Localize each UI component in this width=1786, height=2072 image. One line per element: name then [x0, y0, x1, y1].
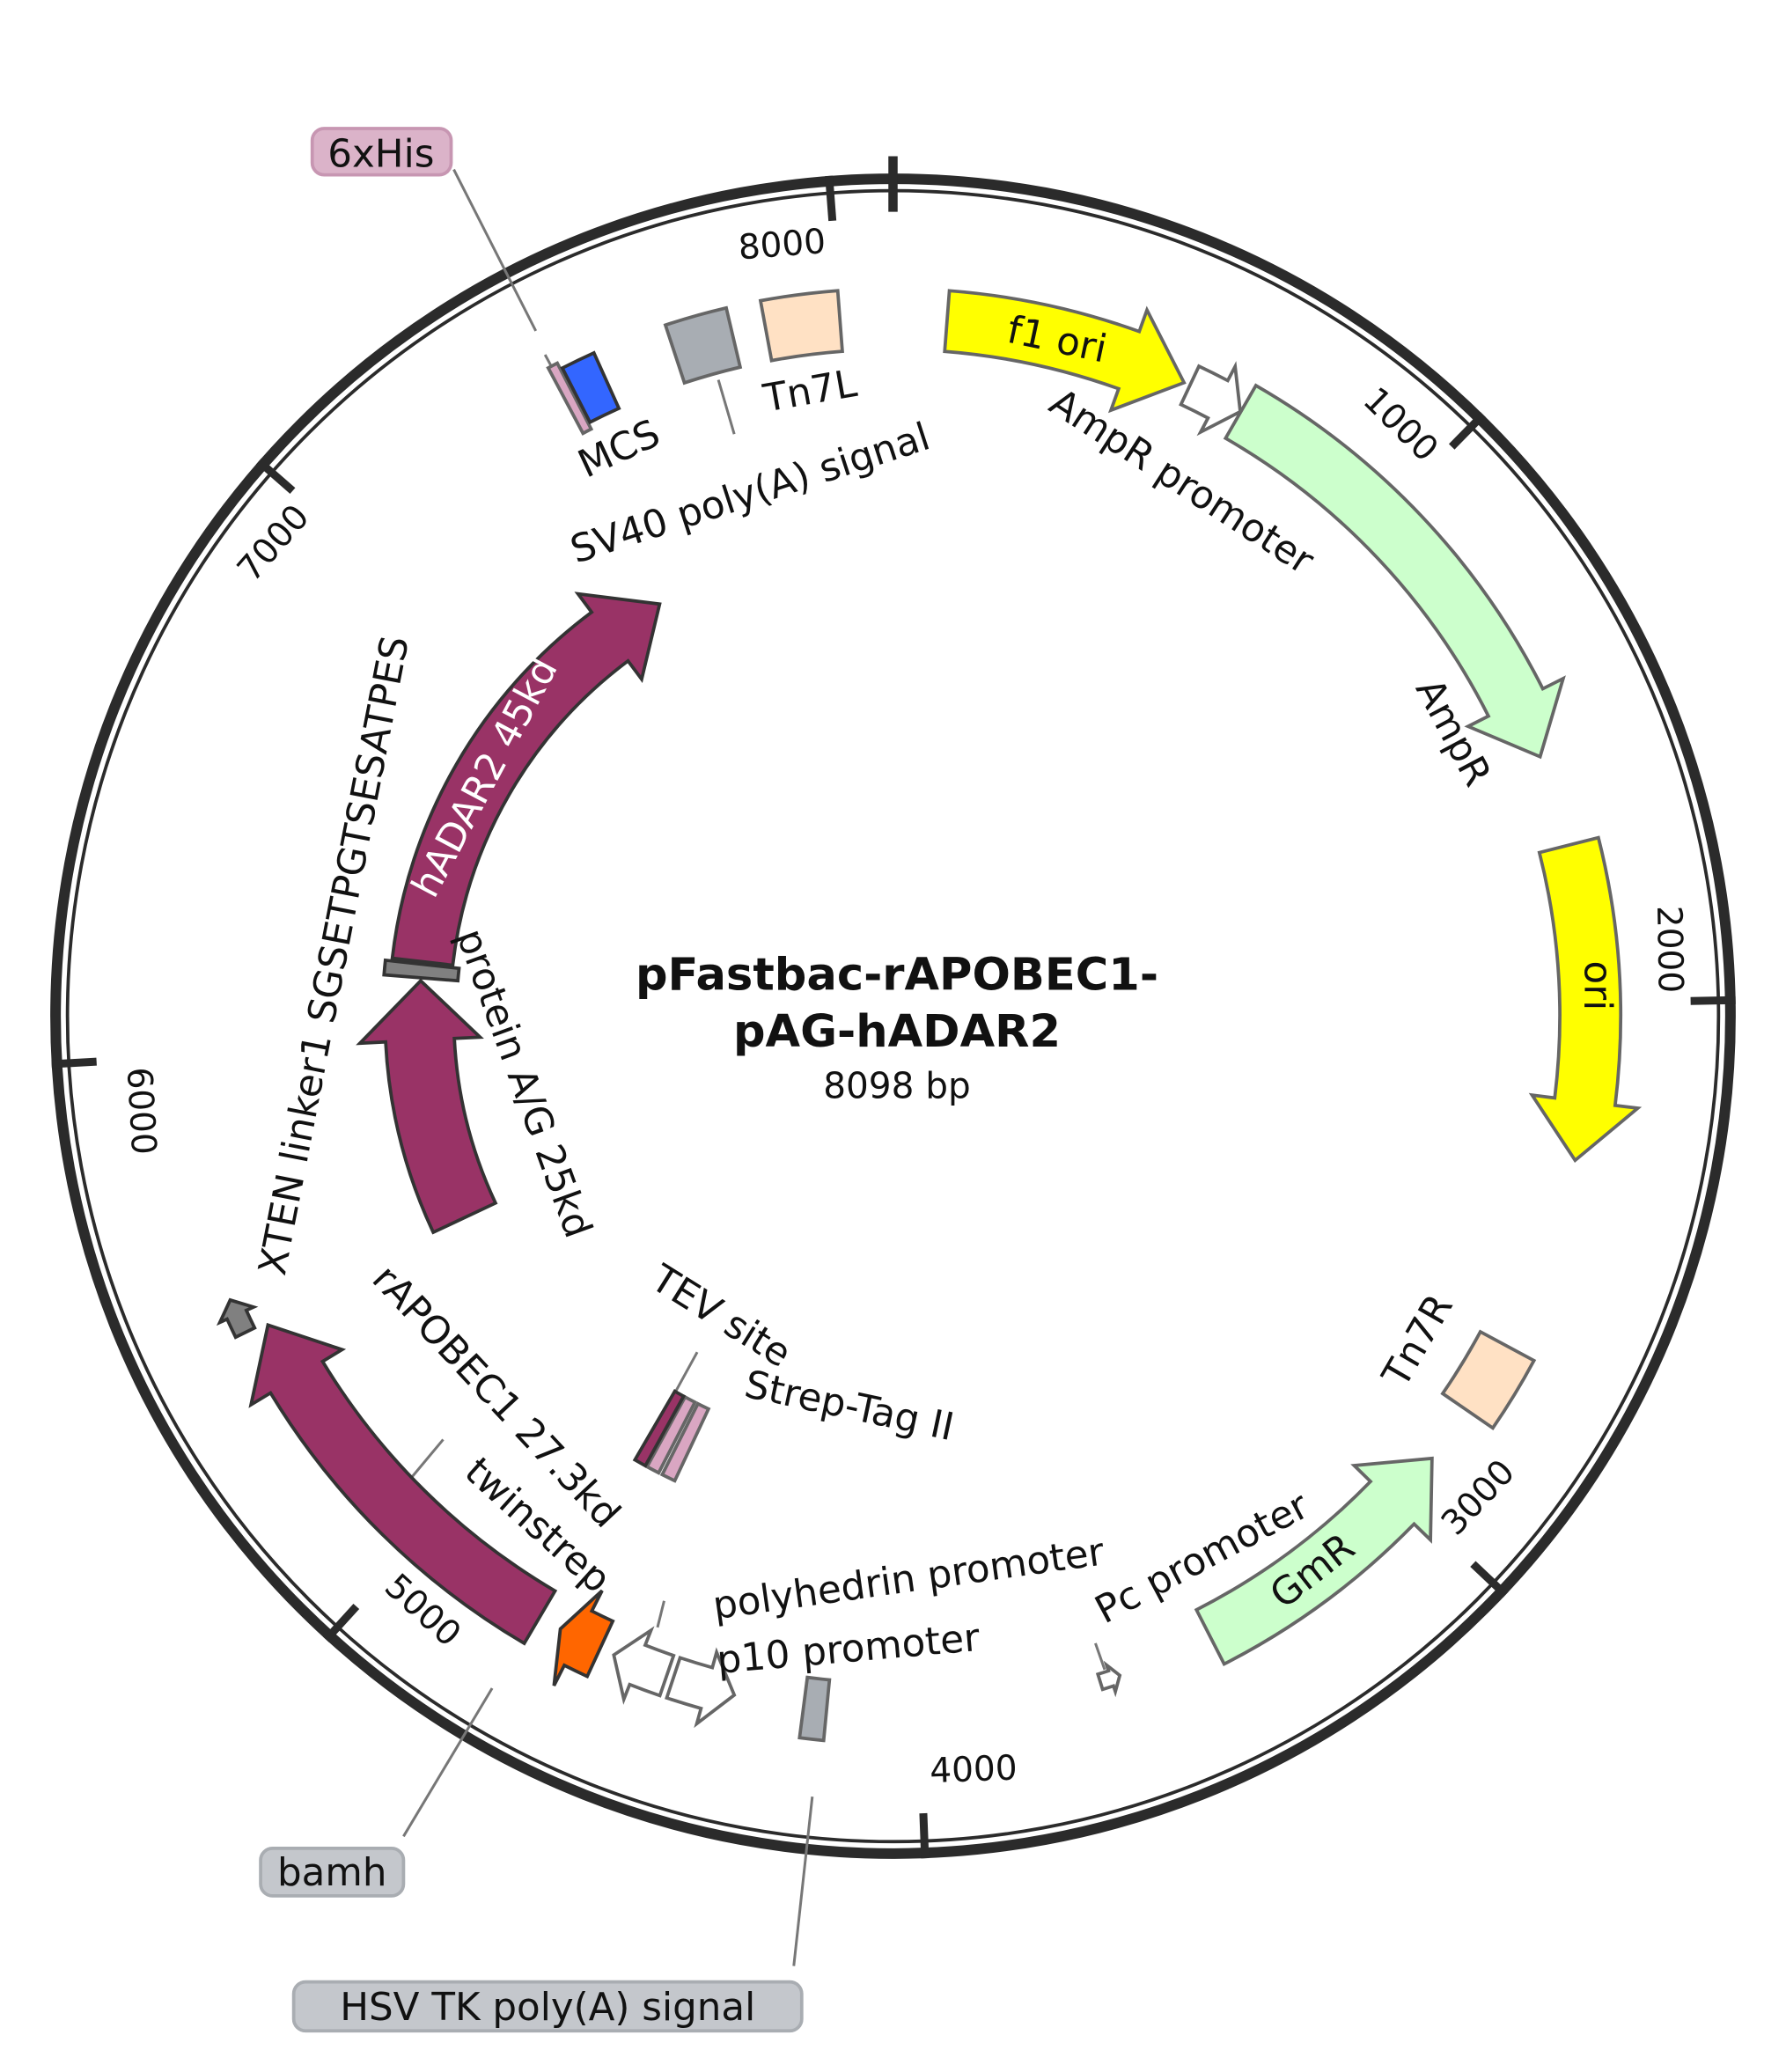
tick-label-4000: 4000: [929, 1748, 1018, 1791]
label-ori: ori: [1576, 961, 1620, 1011]
tick-label-6000: 6000: [119, 1066, 164, 1156]
feature-strep-tag-ii[interactable]: [659, 1401, 711, 1483]
feature-mcs[interactable]: [546, 361, 594, 436]
tick-3000: [1470, 1561, 1509, 1598]
feature-6xhis[interactable]: [560, 350, 621, 425]
callout-hsv-tk: HSV TK poly(A) signal: [291, 1980, 804, 2033]
feature-ori[interactable]: [1528, 835, 1643, 1164]
feature-f1-ori[interactable]: [943, 289, 1187, 414]
feature-twinstrep[interactable]: [552, 1589, 615, 1686]
label-polyhedrin-promoter: polyhedrin promoter: [710, 1530, 1107, 1628]
tick-8000: [825, 175, 837, 222]
leader-bamh: [402, 1687, 494, 1838]
feature-tev-site[interactable]: [632, 1389, 687, 1468]
feature-linker[interactable]: [382, 958, 461, 983]
label-p10-promoter: p10 promoter: [715, 1616, 981, 1683]
label-tn7l: Tn7L: [760, 362, 861, 422]
feature-protein-a-g-25kd[interactable]: [356, 978, 498, 1235]
plasmid-length: 8098 bp: [823, 1065, 971, 1107]
leader-sv40: [717, 379, 736, 435]
tick-label-1000: 1000: [1356, 380, 1445, 470]
tick-6000: [51, 1057, 97, 1069]
feature-polyhedrin-promoter[interactable]: [612, 1626, 676, 1705]
callout-6xhis: 6xHis: [310, 127, 453, 177]
tick-label-8000: 8000: [737, 222, 827, 268]
feature-strep-tag-ii[interactable]: [644, 1394, 697, 1475]
tick-4000: [919, 1812, 930, 1859]
feature-track: [216, 289, 1643, 1743]
plasmid-name-line2: pAG-hADAR2: [733, 1006, 1061, 1058]
feature-hadar2-45kd[interactable]: [390, 591, 662, 967]
label-tev-site: TEV site: [643, 1256, 798, 1376]
label-tn7r: Tn7R: [1374, 1287, 1462, 1395]
feature-tn7l[interactable]: [758, 289, 844, 363]
leader-tev: [673, 1351, 699, 1394]
feature-rapobec1-27-3kd[interactable]: [248, 1322, 558, 1646]
tick-label-2000: 2000: [1649, 905, 1690, 993]
feature-gmr[interactable]: [1194, 1456, 1434, 1667]
feature-ampr[interactable]: [1223, 383, 1566, 760]
tick-1000: [1449, 411, 1487, 450]
tick-5000: [323, 1603, 360, 1642]
leader-rapobec: [408, 1438, 445, 1481]
feature-pc-promoter[interactable]: [1095, 1660, 1122, 1698]
tick-2000: [1690, 996, 1736, 1005]
callout-bamh-text: bamh: [277, 1851, 386, 1895]
label-hadar2: hADAR2 45kd: [404, 650, 567, 905]
leader-pc: [1094, 1642, 1106, 1671]
plasmid-name-line1: pFastbac-rAPOBEC1-: [636, 949, 1158, 1001]
feature-sv40-poly-a-signal[interactable]: [663, 305, 743, 386]
leader-polyhedrin: [656, 1600, 665, 1628]
feature-ampr-promoter[interactable]: [1179, 361, 1243, 437]
feature-p10-promoter[interactable]: [665, 1647, 737, 1729]
callout-hsv-tk-text: HSV TK poly(A) signal: [340, 1986, 755, 2030]
feature-hsv-tk-poly-a-signal[interactable]: [797, 1675, 832, 1743]
callout-6xhis-text: 6xHis: [327, 133, 434, 177]
tick-7000: [256, 458, 296, 495]
plasmid-backbone: [50, 156, 1736, 1859]
label-leader-lines: [402, 168, 1106, 1966]
feature-tn7r[interactable]: [1440, 1329, 1537, 1430]
callout-bamh: bamh: [259, 1846, 406, 1898]
tick-label-7000: 7000: [230, 497, 317, 589]
feature-xten-linker1-sgsetpgtsesatpes[interactable]: [216, 1297, 259, 1340]
leader-hsvtk: [792, 1796, 814, 1966]
tick-label-3000: 3000: [1434, 1452, 1523, 1543]
leader-6xhis: [452, 168, 538, 332]
